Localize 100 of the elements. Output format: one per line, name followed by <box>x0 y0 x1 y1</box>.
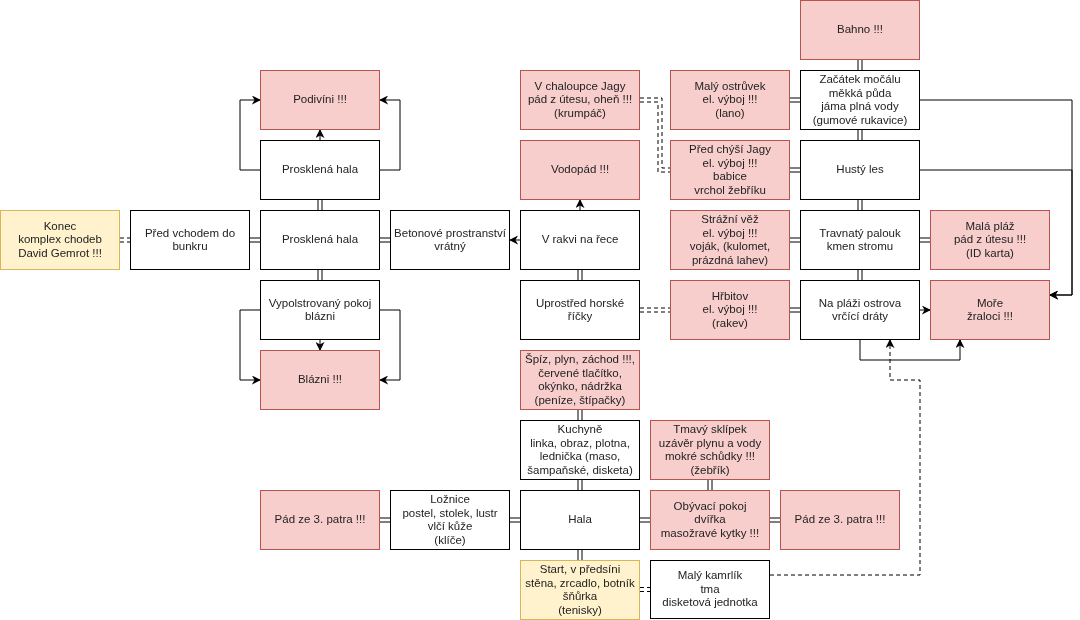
double-line-connector <box>857 129 863 141</box>
room-box <box>130 210 250 270</box>
double-line-connector <box>857 199 863 211</box>
room-text: postel, stolek, lustr <box>402 506 498 520</box>
room-text: Malá pláž <box>965 219 1015 234</box>
double-line-connector <box>769 517 781 523</box>
arrow <box>859 339 965 361</box>
arrow <box>575 199 585 211</box>
danger-room-box <box>930 210 1050 270</box>
room-text: Před chýší Jagy <box>689 143 771 157</box>
double-line-connector <box>577 409 583 421</box>
room-text: Travnatý palouk <box>819 226 901 240</box>
room-text: jáma plná vody <box>821 100 899 114</box>
room-text: Malý kamrlík <box>677 569 743 583</box>
room-text: kmen stromu <box>826 240 894 254</box>
arrow <box>239 309 261 385</box>
room-text: Betonové prostranství <box>394 226 506 240</box>
danger-room-box <box>260 490 380 550</box>
room-text: Malý ostrůvek <box>694 79 766 94</box>
start-end-room-box <box>520 560 640 620</box>
double-line-connector <box>119 237 131 243</box>
arrow <box>919 305 931 315</box>
room-text: Na pláži ostrova <box>818 296 902 310</box>
room-box <box>520 210 640 270</box>
room-text: Před vchodem do bunkru <box>143 226 237 254</box>
danger-room-box <box>670 70 790 130</box>
double-line-connector <box>577 479 583 491</box>
room-text: (ID karta) <box>966 246 1014 261</box>
double-line-connector <box>509 517 521 523</box>
room-text: Tmavý sklípek <box>673 423 747 437</box>
room-text: vrčící dráty <box>831 310 889 324</box>
double-line-connector <box>577 549 583 561</box>
danger-room-box <box>520 140 640 200</box>
danger-room-box <box>670 280 790 340</box>
room-text: (tenisky) <box>558 603 602 617</box>
room-text: Prosklená hala <box>281 163 359 177</box>
room-text: (lano) <box>715 106 745 121</box>
room-box <box>260 210 380 270</box>
danger-room-box <box>800 0 920 60</box>
room-text: Obývací pokoj <box>673 499 747 514</box>
room-text: masožravé kytky !!! <box>660 526 760 541</box>
room-text: Bahno !!! <box>836 23 883 37</box>
room-text: vrátný <box>434 240 466 254</box>
room-text: V rakvi na řece <box>541 233 619 247</box>
room-box <box>390 210 510 270</box>
room-box <box>520 490 640 550</box>
room-text: (rakev) <box>712 316 748 331</box>
double-line-connector <box>379 517 391 523</box>
room-text: uzávěr plynu a vody <box>658 436 762 450</box>
room-box <box>260 280 380 340</box>
room-text: stěna, zrcadlo, botník <box>525 576 635 590</box>
danger-room-box <box>780 490 900 550</box>
room-text: vrchol žebříku <box>694 183 766 197</box>
room-text: (peníze, štípačky) <box>534 393 626 407</box>
danger-room-box <box>930 280 1050 340</box>
room-text: měkká půda <box>828 86 892 100</box>
arrow <box>509 235 521 245</box>
double-line-connector <box>639 587 651 592</box>
room-text: Hustý les <box>836 163 884 177</box>
room-text: Hřbitov <box>711 289 749 304</box>
room-text: el. výboj !!! <box>702 303 758 317</box>
room-text: Uprostřed horské říčky <box>534 296 626 324</box>
room-text: Hala <box>568 513 592 527</box>
room-text: Blázni !!! <box>297 373 343 387</box>
arrow <box>919 169 1073 300</box>
room-box <box>390 490 510 550</box>
room-text: blázni <box>304 310 336 324</box>
double-line-connector <box>857 59 863 71</box>
danger-room-box <box>260 350 380 410</box>
danger-room-box <box>520 70 640 130</box>
room-text: Vodopád !!! <box>550 163 610 177</box>
arrow <box>379 309 401 385</box>
room-text: (gumové rukavice) <box>812 113 908 127</box>
room-text: David Gemrot !!! <box>18 246 102 261</box>
double-line-connector <box>789 97 801 103</box>
double-line-connector <box>639 97 671 173</box>
room-text: komplex chodeb <box>18 233 102 247</box>
room-box <box>260 140 380 200</box>
double-line-connector <box>577 269 583 281</box>
room-text: Pád ze 3. patra !!! <box>794 513 886 527</box>
room-text: Moře <box>976 296 1004 310</box>
danger-room-box <box>650 420 770 480</box>
room-box <box>800 140 920 200</box>
danger-room-box <box>260 70 380 130</box>
room-text: V chaloupce Jagy <box>534 79 626 94</box>
room-text: (klíče) <box>434 533 466 547</box>
room-text: vlčí kůže <box>427 520 473 534</box>
danger-room-box <box>670 210 790 270</box>
room-text: el. výboj !!! <box>702 226 758 240</box>
double-line-connector <box>379 237 391 243</box>
room-text: šňůrka <box>562 590 598 604</box>
room-text: Start, v předsíni <box>539 563 621 577</box>
room-text: linka, obraz, plotna, lednička (maso, šampaňské, disketa) <box>526 436 634 477</box>
double-line-connector <box>707 479 713 491</box>
double-line-connector <box>789 237 801 243</box>
room-box <box>520 420 640 480</box>
room-text: Prosklená hala <box>281 233 359 247</box>
room-box <box>800 280 920 340</box>
danger-room-box <box>670 140 790 200</box>
room-text: tma <box>700 582 720 597</box>
